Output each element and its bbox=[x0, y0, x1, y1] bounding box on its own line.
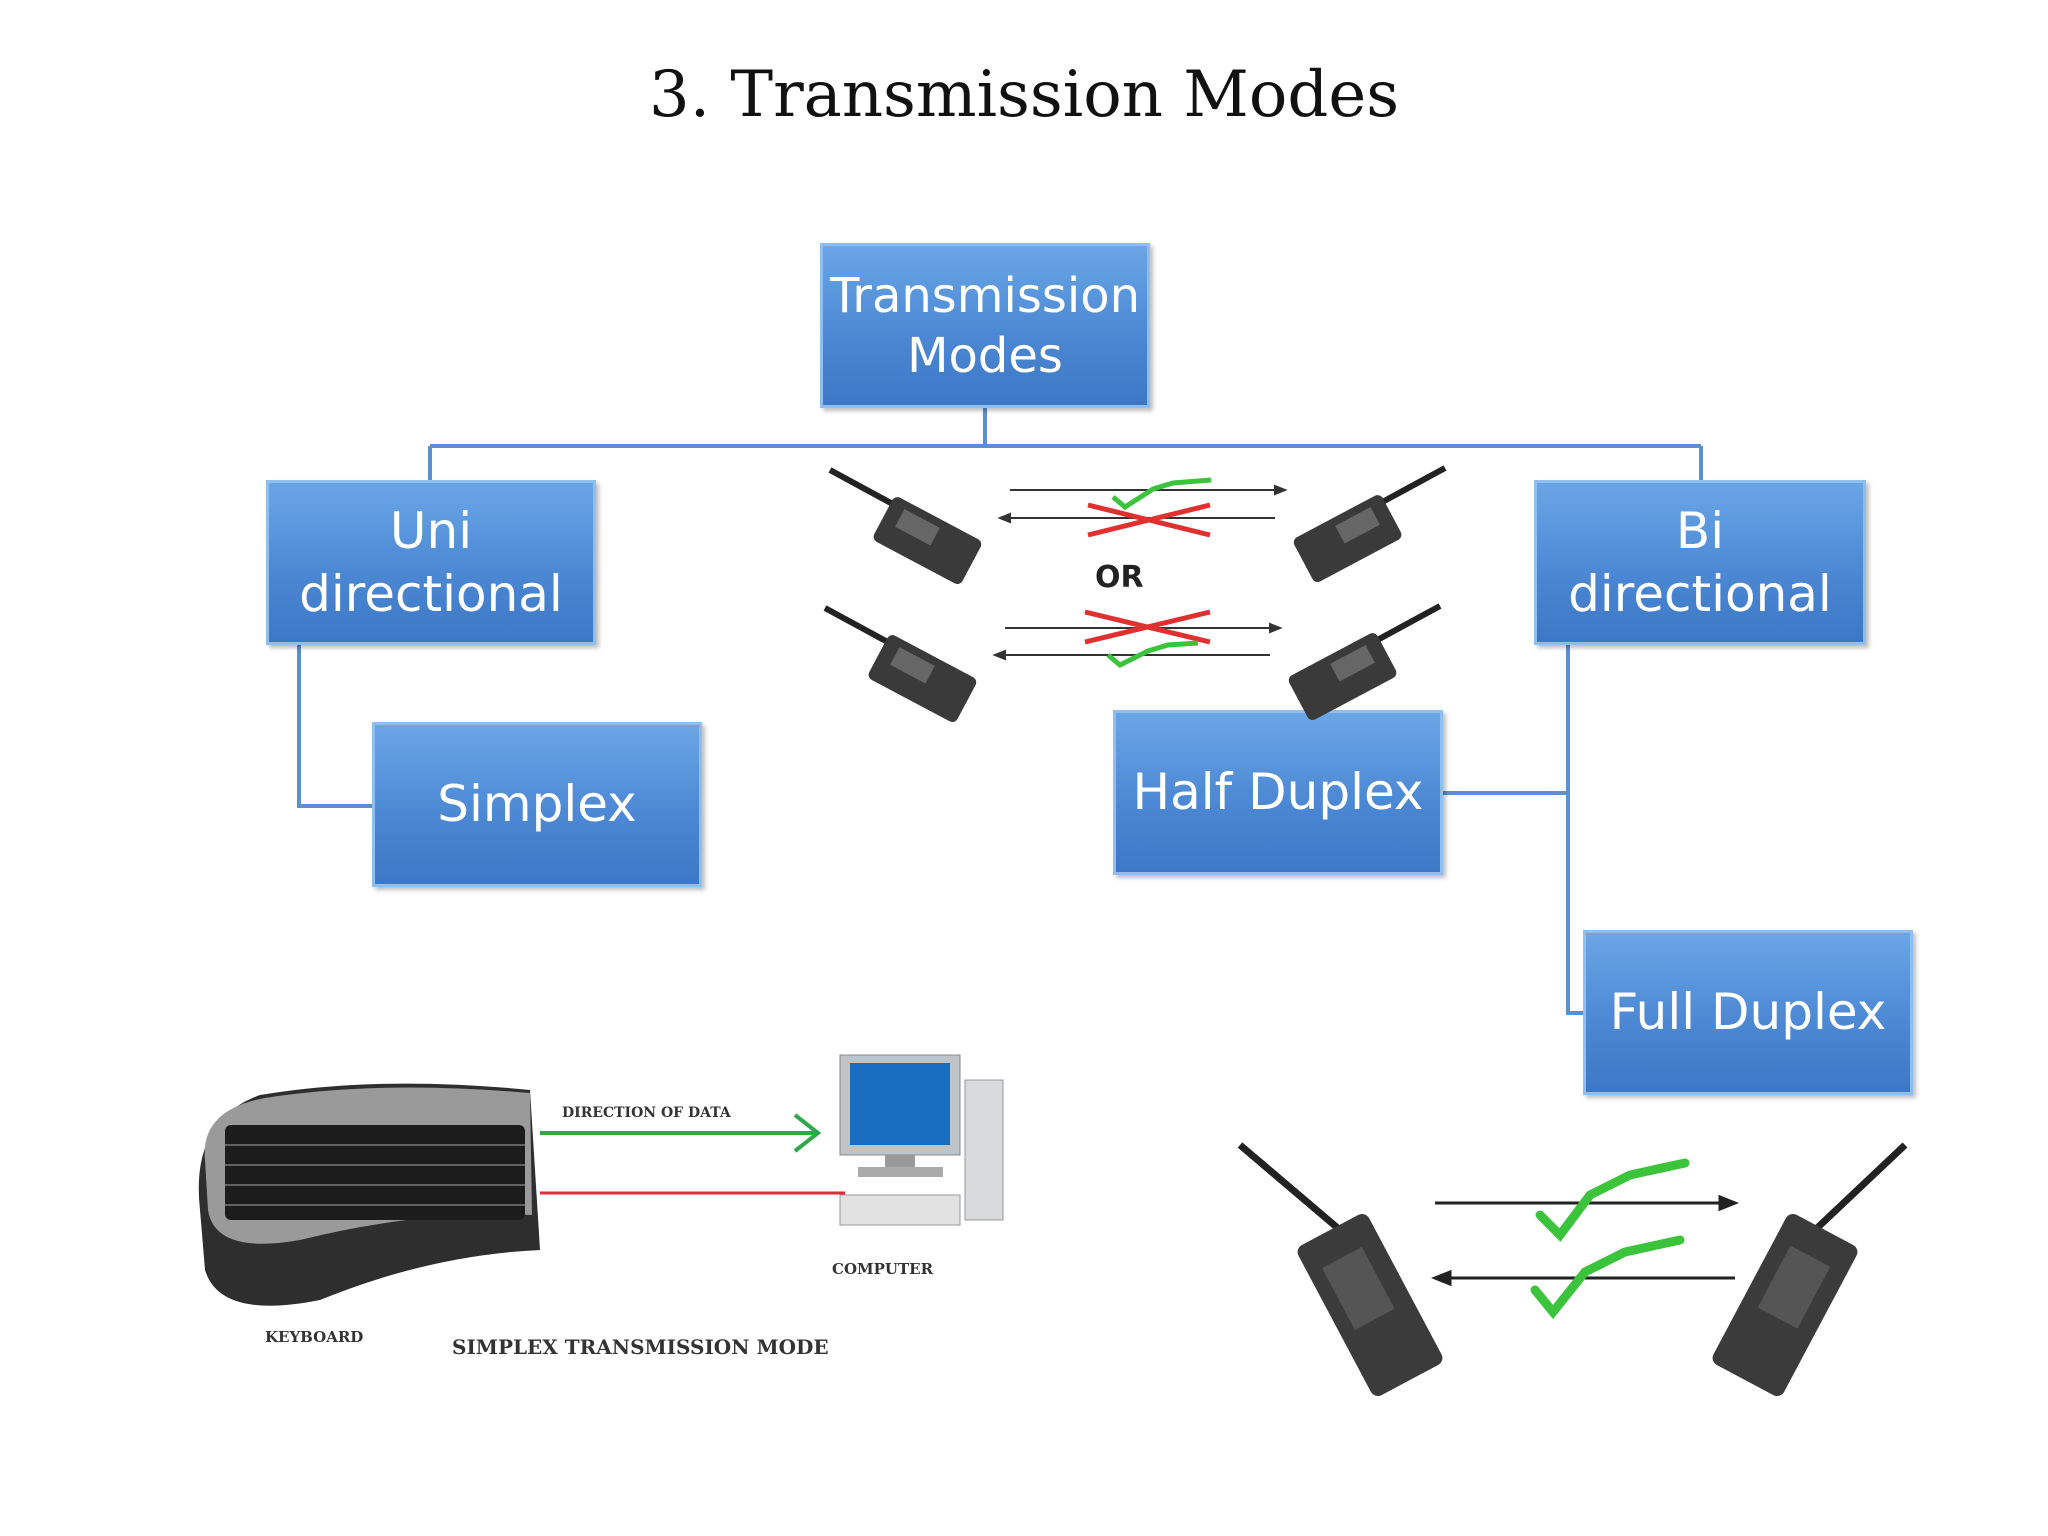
check-icon bbox=[1111, 477, 1212, 511]
bi-directional-label: Bi directional bbox=[1568, 502, 1832, 623]
simplex-box: Simplex bbox=[372, 722, 702, 887]
check-icon bbox=[1106, 640, 1199, 668]
walkie-talkie-icon bbox=[1237, 1142, 1443, 1397]
bi-directional-box: Bi directional bbox=[1534, 480, 1866, 645]
cross-icon bbox=[1087, 502, 1211, 538]
full-duplex-box: Full Duplex bbox=[1583, 930, 1913, 1095]
uni-directional-box: Uni directional bbox=[266, 480, 596, 645]
full-duplex-label: Full Duplex bbox=[1609, 983, 1887, 1042]
transmission-modes-label: Transmission Modes bbox=[829, 267, 1141, 384]
half-duplex-label: Half Duplex bbox=[1132, 763, 1424, 822]
page-title: 3. Transmission Modes bbox=[648, 58, 1400, 132]
uni-to-simplex bbox=[297, 644, 375, 808]
transmission-modes-box: Transmission Modes bbox=[820, 243, 1150, 408]
cross-icon bbox=[1084, 609, 1211, 645]
check-icon bbox=[1530, 1235, 1685, 1320]
computer-label: COMPUTER bbox=[832, 1260, 934, 1278]
computer-icon bbox=[839, 1054, 1004, 1226]
keyboard-label: KEYBOARD bbox=[265, 1328, 364, 1346]
simplex-caption: SIMPLEX TRANSMISSION MODE bbox=[452, 1335, 829, 1359]
walkie-talkie-icon bbox=[1712, 1142, 1908, 1397]
half-duplex-box: Half Duplex bbox=[1113, 710, 1443, 875]
direction-of-data-label: DIRECTION OF DATA bbox=[562, 1105, 731, 1121]
check-icon bbox=[1535, 1158, 1690, 1242]
bi-to-full bbox=[1566, 644, 1585, 1015]
or-label: OR bbox=[1095, 560, 1144, 595]
keyboard-icon bbox=[198, 1083, 540, 1306]
simplex-label: Simplex bbox=[437, 775, 637, 834]
uni-directional-label: Uni directional bbox=[299, 502, 563, 623]
